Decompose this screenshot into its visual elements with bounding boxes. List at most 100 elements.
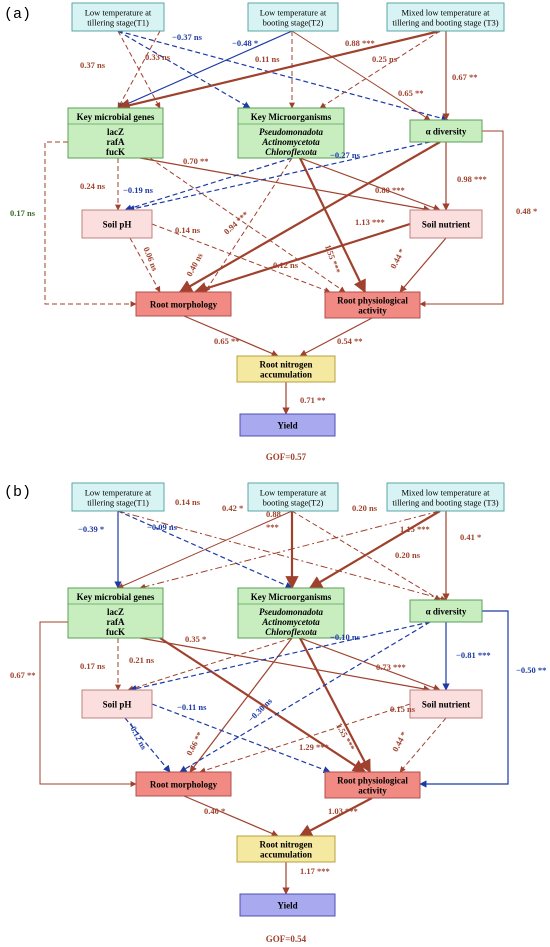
path-coefficient-label: 0.20 ns [352, 503, 378, 513]
path-coefficient-label: 1.29 *** [299, 742, 329, 752]
path-arrow [204, 157, 293, 293]
node-line: Pseudomonadota [259, 607, 324, 617]
node-yield: Yield [239, 413, 336, 437]
path-arrow [299, 637, 441, 692]
node-line: Root nitrogen [259, 840, 312, 850]
node-line: lacZ [107, 127, 124, 137]
path-arrow [419, 130, 504, 307]
path-arrow [179, 621, 431, 773]
path-arrow [129, 621, 431, 693]
path-coefficient-label: 0.15 ns [390, 704, 416, 714]
node-line: Root physiological [337, 776, 408, 786]
node-ph: Soil pH [81, 209, 153, 239]
node-line: α diversity [426, 607, 467, 617]
path-coefficient-label: 0.88 *** [345, 38, 375, 48]
node-line: Actinomycetota [261, 137, 320, 147]
path-coefficient-label: 1.03 *** [328, 806, 358, 816]
path-arrow [199, 703, 411, 774]
node-line: Root physiological [337, 296, 408, 306]
node-line: Chloroflexota [265, 627, 317, 637]
path-arrow [193, 222, 411, 295]
node-line: activity [358, 306, 387, 316]
path-arrow [117, 30, 161, 109]
path-arrow [116, 29, 441, 112]
path-coefficient-label: 0.25 ns [372, 54, 398, 64]
path-coefficient-label: 0.12 ns [273, 260, 299, 270]
node-line: Soil nutrient [422, 220, 470, 230]
path-arrow [39, 621, 137, 787]
path-arrow [117, 30, 449, 122]
node-line: Actinomycetota [261, 617, 320, 627]
path-coefficient-label: 0.73 *** [376, 662, 406, 672]
node-line: Root morphology [150, 300, 218, 310]
path-arrow [44, 141, 137, 307]
node-line: tillering stage(T1) [87, 498, 149, 508]
node-line: Low temperature at [260, 8, 327, 18]
path-arrow [298, 797, 373, 837]
node-line: accumulation [260, 850, 312, 860]
path-coefficient-label: −0.09 ns [147, 522, 178, 532]
path-coefficient-label: 0.17 ns [10, 208, 36, 218]
path-coefficient-label: 1.55 *** [323, 243, 343, 274]
path-coefficient-label: −0.50 ** [516, 665, 546, 675]
path-arrow [117, 30, 293, 109]
path-coefficient-label: *** [266, 522, 279, 532]
node-line: rafA [107, 617, 125, 627]
node-line: Root nitrogen [259, 360, 312, 370]
node-line: Mixed low temperature at [401, 488, 490, 498]
node-line: Root morphology [150, 780, 218, 790]
node-title: Key Microorganisms [251, 592, 332, 602]
node-line: Low temperature at [260, 488, 327, 498]
path-arrow [127, 141, 431, 213]
path-coefficient-label: −0.19 ns [123, 185, 154, 195]
path-coefficient-label: 0.21 ns [129, 655, 155, 665]
node-line: booting stage(T2) [263, 498, 324, 508]
path-coefficient-label: 0.06 ns [141, 245, 160, 273]
path-coefficient-label: −0.37 ns [172, 32, 203, 42]
path-coefficient-label: 0.44 * [388, 247, 407, 270]
path-arrow [117, 30, 251, 109]
node-line: lacZ [107, 607, 124, 617]
path-arrow [189, 637, 293, 773]
path-arrow [183, 795, 279, 837]
panel-label: (a) [4, 6, 31, 23]
path-coefficient-label: 0.42 * [222, 503, 243, 513]
node-nutrient: Soil nutrient [409, 689, 483, 719]
path-coefficient-label: 0.70 ** [183, 156, 209, 166]
path-coefficient-label: 0.40 ns [184, 251, 205, 278]
node-micro: Key MicroorganismsPseudomonadotaActinomy… [237, 107, 345, 159]
path-coefficient-label: 0.41 * [460, 532, 481, 542]
path-coefficient-label: 0.88 [266, 509, 281, 519]
path-arrow [299, 157, 366, 294]
path-coefficient-label: 0.37 ns [80, 60, 106, 70]
node-line: Soil pH [103, 700, 132, 710]
gof-value: GOF=0.57 [266, 452, 307, 462]
path-coefficient-label: 1.13 *** [355, 217, 385, 227]
path-coefficient-label: 1.15 *** [400, 524, 430, 534]
path-coefficient-label: 0.11 ns [255, 54, 280, 64]
path-arrow [299, 157, 441, 212]
node-line: Low temperature at [85, 8, 152, 18]
path-coefficient-label: 0.33 ns [145, 52, 171, 62]
node-title: Key microbial genes [77, 112, 155, 122]
path-arrow [419, 610, 509, 788]
path-coefficient-label: 0.80 *** [375, 185, 405, 195]
path-coefficient-label: 0.98 *** [457, 174, 487, 184]
path-coefficient-label: 0.94 *** [222, 209, 251, 236]
path-coefficient-label: −0.12 ns [126, 720, 149, 752]
path-coefficient-label: 0.17 ns [80, 661, 106, 671]
node-line: Yield [277, 421, 297, 431]
path-arrow [299, 637, 371, 774]
path-arrow [159, 637, 367, 773]
path-coefficient-label: 0.35 * [185, 634, 206, 644]
path-arrow [124, 157, 293, 212]
